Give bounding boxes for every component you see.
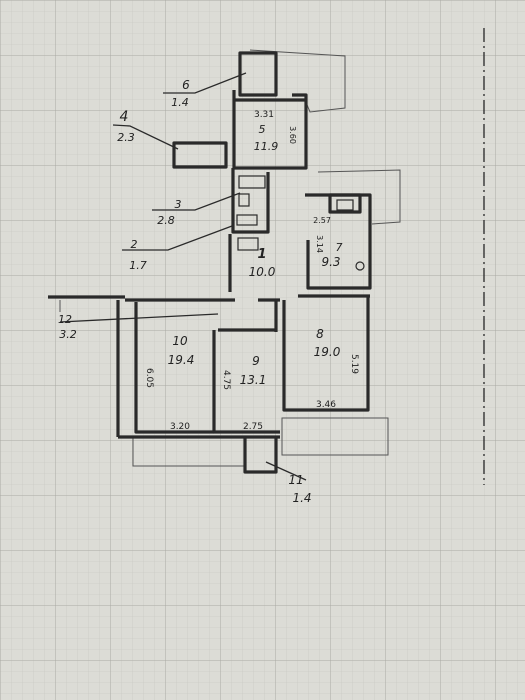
dimension-label: 3.14 — [315, 235, 324, 253]
room-6-number: 6 — [182, 78, 190, 92]
room-5-area: 11.9 — [254, 140, 279, 153]
room-11-area: 1.4 — [292, 491, 311, 505]
room-6-area: 1.4 — [171, 96, 189, 109]
room-2-number: 2 — [131, 238, 138, 251]
dimension-label: 5.19 — [349, 354, 359, 374]
kitchen-sink-icon — [355, 261, 365, 271]
room-3-area: 2.8 — [157, 214, 175, 227]
room-7-number: 7 — [336, 241, 343, 254]
room-11-number: 11 — [288, 473, 303, 487]
dimension-label: 3.20 — [170, 422, 190, 432]
dimension-label: 3.60 — [288, 126, 297, 144]
toilet-icon — [236, 214, 258, 226]
room-1-number: 1 — [257, 247, 266, 262]
room-10-area: 19.4 — [168, 353, 195, 367]
room-4-number: 4 — [120, 109, 129, 125]
dimension-label: 3.46 — [316, 400, 336, 410]
dimension-label: 2.57 — [313, 216, 331, 225]
room-12-number: 12 — [58, 313, 72, 326]
leader-lines — [59, 72, 307, 481]
room-9-number: 9 — [252, 354, 260, 368]
dimension-label: 4.75 — [221, 370, 231, 390]
room-8-area: 19.0 — [314, 345, 341, 359]
walls — [48, 51, 372, 474]
outer-contour — [59, 49, 401, 467]
dimension-label: 3.31 — [254, 110, 274, 120]
room-9-area: 13.1 — [240, 373, 267, 387]
room-8-number: 8 — [316, 327, 324, 341]
fixtures — [236, 175, 365, 271]
room-1-area: 10.0 — [249, 265, 276, 279]
washer-icon — [237, 237, 259, 251]
room-7-area: 9.3 — [321, 255, 340, 269]
sink-icon — [238, 193, 250, 207]
room-12-area: 3.2 — [59, 328, 77, 341]
dimension-label: 2.75 — [243, 422, 263, 432]
room-5-number: 5 — [259, 123, 266, 136]
dimension-label: 6.05 — [144, 368, 154, 388]
bathtub-icon — [238, 175, 266, 189]
room-3-number: 3 — [175, 198, 182, 211]
room-4-area: 2.3 — [117, 131, 135, 144]
room-10-number: 10 — [172, 334, 188, 348]
room-2-area: 1.7 — [129, 259, 147, 272]
stove-icon — [336, 199, 354, 211]
